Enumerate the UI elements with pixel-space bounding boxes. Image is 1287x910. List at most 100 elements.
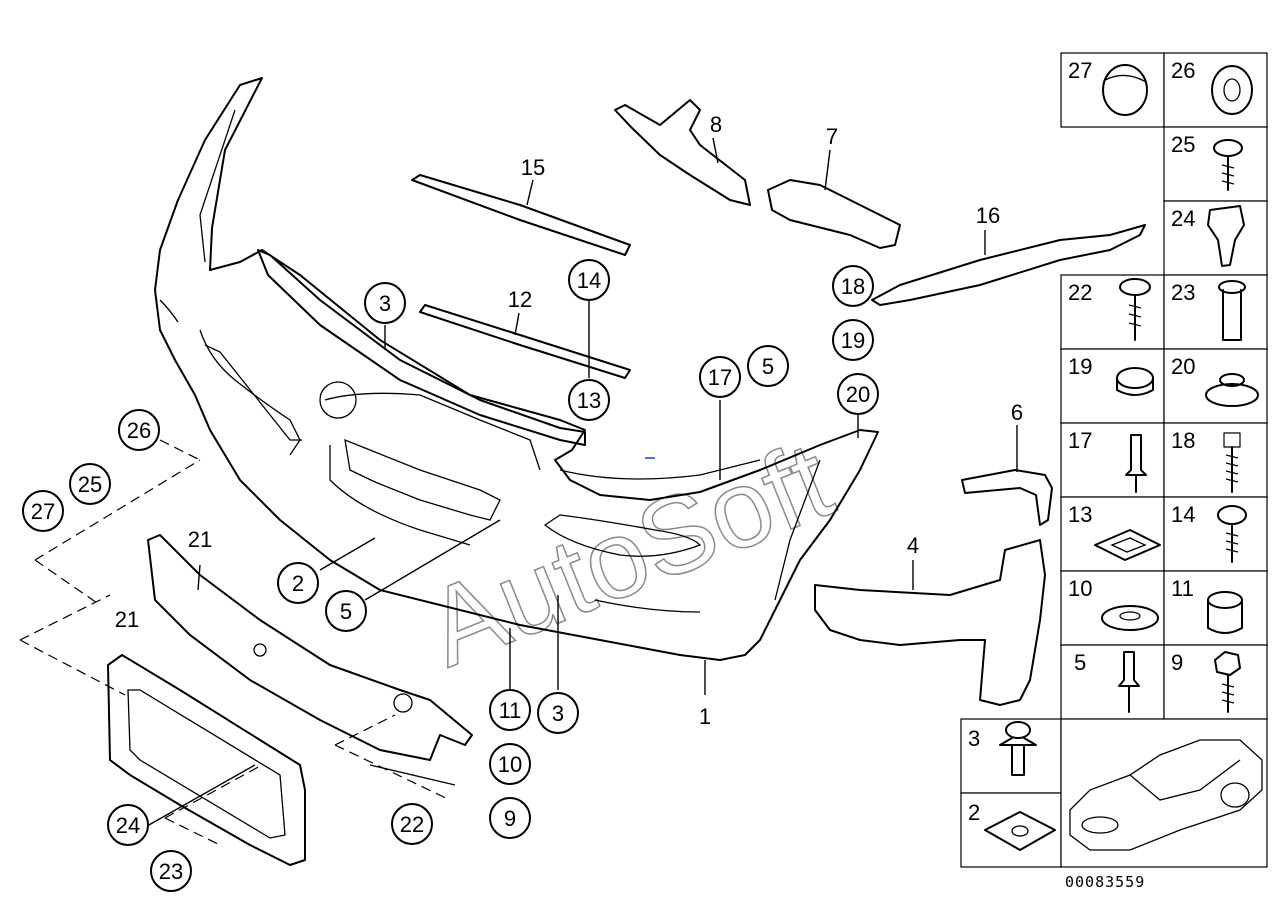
- label-21: 21: [115, 607, 139, 632]
- label-4: 4: [907, 533, 919, 558]
- callout-5: 5: [747, 345, 789, 387]
- legend-cell-23: 23: [1163, 274, 1268, 350]
- callout-26: 26: [118, 409, 160, 451]
- sleeve-icon: [1218, 280, 1246, 294]
- svg-text:9: 9: [1171, 650, 1183, 675]
- callout-23: 23: [150, 850, 192, 892]
- callout-19: 19: [832, 319, 874, 361]
- bolt-icon: [1223, 432, 1241, 448]
- svg-text:18: 18: [841, 274, 865, 299]
- bracket-hole: [253, 643, 267, 657]
- legend-cell-14: 14: [1163, 496, 1268, 572]
- strip-16-part: [871, 224, 1146, 306]
- legend-cell-20: 20: [1163, 348, 1268, 424]
- svg-text:19: 19: [841, 328, 865, 353]
- callout-22: 22: [391, 803, 433, 845]
- plate-bracket-upper-part: [147, 534, 473, 761]
- legend-cell-17: 17: [1060, 422, 1165, 498]
- legend-cell-3: 3: [960, 718, 1062, 794]
- cap-icon: [1102, 64, 1148, 116]
- callout-14: 14: [568, 259, 610, 301]
- svg-text:23: 23: [159, 859, 183, 884]
- callout-20: 20: [837, 373, 879, 415]
- legend-cell-26: 26: [1163, 52, 1268, 128]
- legend-cell-27: 27: [1060, 52, 1165, 128]
- label-16: 16: [976, 203, 1000, 228]
- upper-rail-part: [257, 249, 586, 446]
- legend-cell-18: 18: [1163, 422, 1268, 498]
- svg-text:19: 19: [1068, 354, 1092, 379]
- svg-text:14: 14: [577, 268, 601, 293]
- callout-18: 18: [832, 265, 874, 307]
- svg-text:23: 23: [1171, 280, 1195, 305]
- guide-lines: [19, 439, 451, 846]
- svg-text:2: 2: [292, 571, 304, 596]
- svg-text:26: 26: [1171, 58, 1195, 83]
- legend-cell-25: 25: [1163, 126, 1268, 202]
- callout-27: 27: [22, 490, 64, 532]
- legend-cell-13: 13: [1060, 496, 1165, 572]
- legend-cell-5: 5: [1060, 644, 1165, 720]
- legend-cell-10: 10: [1060, 570, 1165, 646]
- callout-3: 3: [537, 692, 579, 734]
- svg-text:13: 13: [1068, 502, 1092, 527]
- legend-cell-24: 24: [1163, 200, 1268, 276]
- watermark-text: AutoSoft: [411, 418, 848, 690]
- bracket-7-part: [767, 179, 901, 249]
- callout-9: 9: [489, 797, 531, 839]
- center-bracket-part: [344, 438, 501, 521]
- bracket-4-part: [814, 539, 1046, 706]
- bracket-hole: [393, 693, 413, 713]
- legend-cell-car: [1060, 718, 1268, 868]
- bracket-6-part: [961, 469, 1053, 526]
- svg-text:14: 14: [1171, 502, 1195, 527]
- svg-text:5: 5: [340, 599, 352, 624]
- legend-cell-11: 11: [1163, 570, 1268, 646]
- bracket-8-part: [614, 99, 751, 206]
- callout-17: 17: [699, 356, 741, 398]
- svg-text:11: 11: [1171, 576, 1194, 601]
- svg-text:22: 22: [400, 812, 424, 837]
- svg-text:24: 24: [116, 813, 140, 838]
- svg-text:24: 24: [1171, 206, 1195, 231]
- strip-12-part: [419, 304, 631, 379]
- svg-text:27: 27: [31, 499, 55, 524]
- callout-5: 5: [325, 590, 367, 632]
- svg-text:5: 5: [1074, 650, 1086, 675]
- legend-cell-22: 22: [1060, 274, 1165, 350]
- svg-text:11: 11: [499, 698, 522, 723]
- svg-text:25: 25: [78, 472, 102, 497]
- parts-legend: 27 26 25 24 22 23: [960, 52, 1268, 868]
- marker-dot: [645, 457, 655, 459]
- callout-24: 24: [107, 804, 149, 846]
- label-6: 6: [1011, 400, 1023, 425]
- svg-text:10: 10: [1068, 576, 1092, 601]
- label-21: 21: [188, 527, 212, 552]
- legend-cell-9: 9: [1163, 644, 1268, 720]
- washer-icon: [1101, 605, 1159, 631]
- svg-text:3: 3: [379, 291, 391, 316]
- svg-text:25: 25: [1171, 132, 1195, 157]
- svg-text:9: 9: [504, 806, 516, 831]
- svg-text:5: 5: [762, 354, 774, 379]
- reference-number: 00083559: [1065, 873, 1145, 891]
- svg-text:20: 20: [1171, 354, 1195, 379]
- callout-13: 13: [568, 379, 610, 421]
- rivet-icon: [1125, 434, 1147, 476]
- svg-text:10: 10: [498, 752, 522, 777]
- svg-text:3: 3: [552, 701, 564, 726]
- legend-cell-19: 19: [1060, 348, 1165, 424]
- strip-15-part: [411, 174, 631, 256]
- svg-text:17: 17: [1068, 428, 1092, 453]
- svg-text:3: 3: [968, 726, 980, 751]
- label-8: 8: [710, 112, 722, 137]
- car-silhouette-icon: [1069, 739, 1263, 851]
- clip-nut-icon: [984, 811, 1056, 851]
- svg-text:2: 2: [968, 800, 980, 825]
- plate-frame-lower-part: [107, 654, 306, 866]
- label-15: 15: [521, 155, 545, 180]
- svg-text:18: 18: [1171, 428, 1195, 453]
- svg-text:20: 20: [846, 382, 870, 407]
